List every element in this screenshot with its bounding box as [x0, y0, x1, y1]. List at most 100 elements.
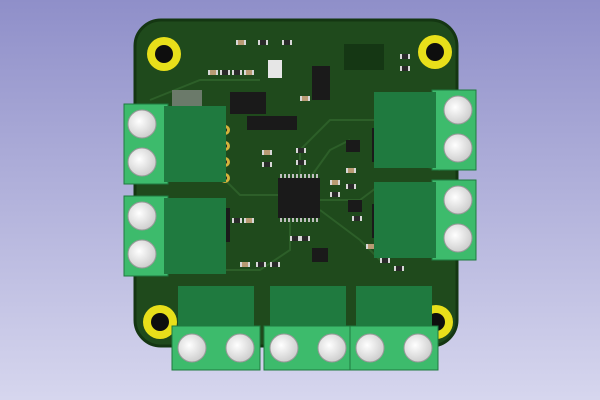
smd-terminal — [388, 258, 390, 263]
led — [268, 60, 282, 78]
ic-pin — [288, 218, 290, 222]
smd-terminal — [240, 262, 242, 267]
smd-terminal — [300, 236, 302, 241]
mounting-hole — [155, 45, 173, 63]
smd-terminal — [354, 168, 356, 173]
tb-left-bottom-housing — [164, 198, 226, 274]
tb-bottom-left-screw — [225, 333, 255, 363]
ic-pin — [296, 174, 298, 178]
tb-left-top-housing — [164, 106, 226, 182]
smd-terminal — [296, 160, 298, 165]
smd-terminal — [330, 192, 332, 197]
smd-terminal — [270, 162, 272, 167]
ic-pin — [316, 218, 318, 222]
smd-terminal — [400, 66, 402, 71]
smd-components — [172, 40, 410, 271]
smd-terminal — [352, 216, 354, 221]
transistor — [230, 92, 266, 114]
smd-terminal — [402, 266, 404, 271]
ic-pin — [308, 174, 310, 178]
tb-bottom-left-screw — [177, 333, 207, 363]
mounting-hole — [426, 43, 444, 61]
tb-bottom-center-housing — [270, 286, 346, 332]
tb-right-bottom-screw — [443, 185, 473, 215]
smd-terminal — [266, 40, 268, 45]
smd-terminal — [270, 262, 272, 267]
tb-bottom-center-screw — [269, 333, 299, 363]
smd-resistor — [236, 40, 246, 45]
smd-terminal — [360, 216, 362, 221]
smd-terminal — [262, 150, 264, 155]
smd-terminal — [330, 180, 332, 185]
smd-terminal — [308, 236, 310, 241]
smd-terminal — [236, 40, 238, 45]
smd-terminal — [256, 262, 258, 267]
smd-resistor — [262, 162, 272, 167]
copper-trace — [200, 218, 291, 271]
smd-terminal — [298, 236, 300, 241]
smd-terminal — [278, 262, 280, 267]
tb-left-bottom-screw — [127, 201, 157, 231]
diode-vertical — [312, 66, 330, 100]
tb-bottom-left-housing — [178, 286, 254, 332]
tb-right-bottom-screw — [443, 223, 473, 253]
smd-terminal — [300, 96, 302, 101]
connector-pad — [172, 90, 202, 106]
main-ic — [278, 174, 320, 222]
ic-pin — [304, 174, 306, 178]
smd-resistor — [400, 66, 410, 71]
smd-terminal — [262, 162, 264, 167]
ic-pin — [296, 218, 298, 222]
mounting-hole — [151, 313, 169, 331]
smd-resistor — [258, 40, 268, 45]
smd-resistor — [232, 218, 242, 223]
sot23 — [312, 248, 328, 262]
smd-resistor — [256, 262, 266, 267]
tb-left-bottom-screw — [127, 239, 157, 269]
ic-pin — [316, 174, 318, 178]
smd-terminal — [228, 70, 230, 75]
smd-terminal — [366, 244, 368, 249]
ic-pin — [300, 174, 302, 178]
smd-resistor — [346, 184, 356, 189]
smd-terminal — [304, 160, 306, 165]
smd-terminal — [216, 70, 218, 75]
smd-resistor — [290, 236, 300, 241]
ic-pin — [288, 174, 290, 178]
tb-bottom-right-screw — [403, 333, 433, 363]
smd-terminal — [380, 258, 382, 263]
smd-terminal — [220, 70, 222, 75]
smd-terminal — [394, 266, 396, 271]
smd-terminal — [252, 70, 254, 75]
smd-resistor — [282, 40, 292, 45]
smd-terminal — [408, 54, 410, 59]
smd-resistor — [262, 150, 272, 155]
terminal-blocks — [123, 89, 477, 371]
ic-pin — [312, 174, 314, 178]
smd-terminal — [240, 218, 242, 223]
smd-resistor — [394, 266, 404, 271]
smd-terminal — [252, 218, 254, 223]
smd-terminal — [304, 148, 306, 153]
smd-terminal — [346, 168, 348, 173]
ic-pin — [280, 218, 282, 222]
smd-terminal — [258, 40, 260, 45]
tb-left-top-screw — [127, 147, 157, 177]
tb-bottom-right-screw — [355, 333, 385, 363]
smd-terminal — [232, 218, 234, 223]
tb-right-top-housing — [374, 92, 436, 168]
smd-terminal — [244, 70, 246, 75]
ic-pin — [280, 174, 282, 178]
smd-resistor — [346, 168, 356, 173]
ic-pin — [304, 218, 306, 222]
tb-right-top-screw — [443, 95, 473, 125]
sot23 — [348, 200, 362, 212]
ic-pin — [292, 218, 294, 222]
smd-terminal — [346, 184, 348, 189]
smd-resistor — [366, 244, 376, 249]
smd-terminal — [244, 218, 246, 223]
smd-resistor — [296, 148, 306, 153]
tb-right-bottom-housing — [374, 182, 436, 258]
smd-terminal — [290, 236, 292, 241]
